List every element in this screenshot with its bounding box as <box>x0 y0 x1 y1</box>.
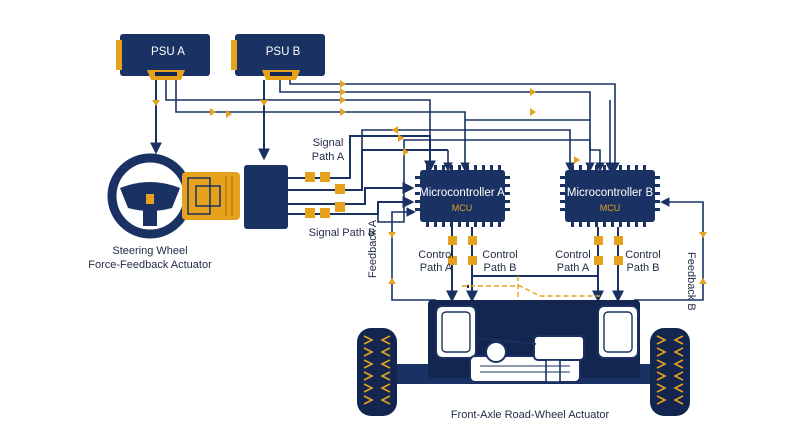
mcu-a-block: Microcontroller A MCU <box>415 165 510 227</box>
psu-b-label: PSU B <box>266 46 301 58</box>
control-b-left-2: Path B <box>483 262 516 274</box>
feedback-a-label: Feedback A <box>367 219 379 278</box>
feedback-wires <box>388 197 707 301</box>
steering-actuator-icon <box>182 165 288 229</box>
feedback-b-label: Feedback B <box>685 252 697 311</box>
steering-label-2: Force-Feedback Actuator <box>88 259 212 271</box>
mcu-a-title: Microcontroller A <box>419 187 505 199</box>
signal-path-b-label: Signal Path B <box>309 227 376 239</box>
steering-label-1: Steering Wheel <box>112 245 187 257</box>
control-path-wires <box>446 227 624 340</box>
control-b-right-2: Path B <box>626 262 659 274</box>
psu-a-block: PSU A <box>116 34 210 80</box>
mcu-b-block: Microcontroller B MCU <box>560 165 660 227</box>
mcu-b-sub: MCU <box>600 203 621 213</box>
control-b-right-1: Control <box>625 249 660 261</box>
steering-wheel-icon <box>107 153 193 239</box>
axle-label: Front-Axle Road-Wheel Actuator <box>451 409 610 421</box>
mcu-cross-link <box>403 100 615 172</box>
left-tire-icon <box>357 328 397 416</box>
psu-a-label: PSU A <box>151 46 185 58</box>
control-b-left-1: Control <box>482 249 517 261</box>
signal-path-a-label-1: Signal <box>313 137 344 149</box>
mcu-b-title: Microcontroller B <box>567 187 654 199</box>
axle-actuator-icon <box>357 300 690 416</box>
control-a-left-2: Path A <box>420 262 453 274</box>
psu-power-wires <box>150 80 620 172</box>
psu-b-block: PSU B <box>231 34 325 80</box>
mcu-a-sub: MCU <box>452 203 473 213</box>
right-tire-icon <box>650 328 690 416</box>
signal-path-a-label-2: Path A <box>312 151 345 163</box>
control-a-right-2: Path A <box>557 262 590 274</box>
control-a-right-1: Control <box>555 249 590 261</box>
control-a-left-1: Control <box>418 249 453 261</box>
